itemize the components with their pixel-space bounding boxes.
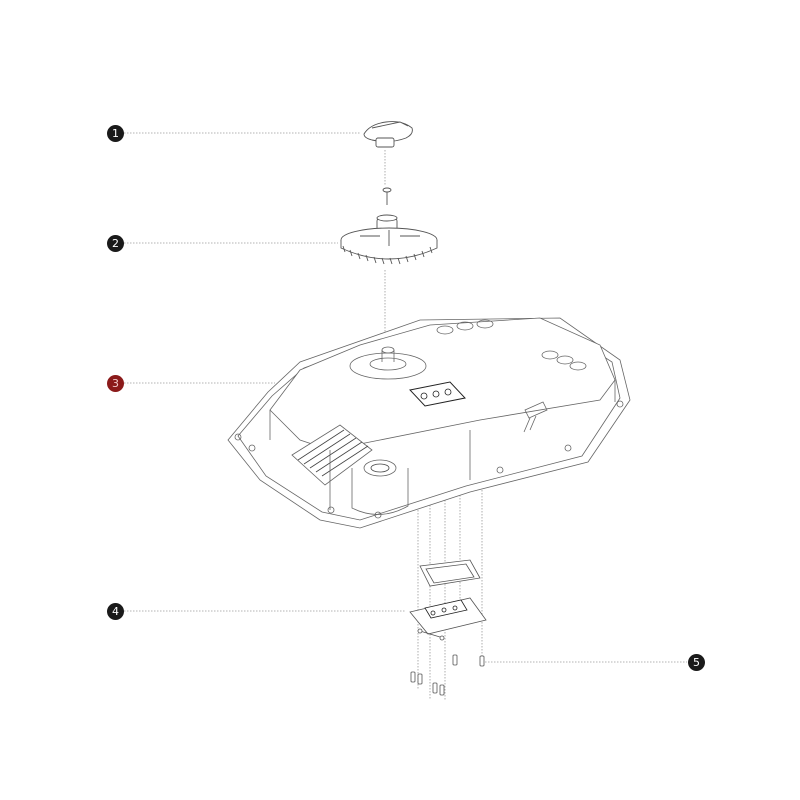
callout-number: 3	[112, 377, 119, 390]
callout-3-highlighted[interactable]: 3	[107, 375, 124, 392]
callout-4[interactable]: 4	[107, 603, 124, 620]
part-5-screws	[410, 654, 485, 696]
callout-number: 2	[112, 237, 119, 250]
leader-lines	[124, 132, 687, 700]
callout-2[interactable]: 2	[107, 235, 124, 252]
callout-1[interactable]: 1	[107, 125, 124, 142]
part-2-gear	[340, 187, 438, 265]
callout-number: 1	[112, 127, 119, 140]
part-4-display-panel	[409, 559, 487, 641]
part-3-housing	[227, 317, 631, 529]
part-1-cap	[363, 121, 413, 148]
callout-5[interactable]: 5	[688, 654, 705, 671]
callout-number: 5	[693, 656, 700, 669]
callout-number: 4	[112, 605, 119, 618]
